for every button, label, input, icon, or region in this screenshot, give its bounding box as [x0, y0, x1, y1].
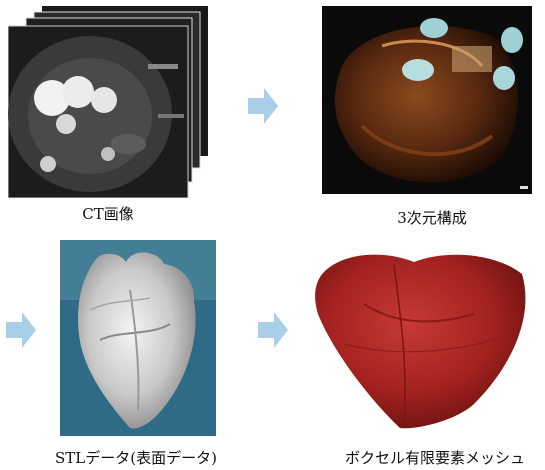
right-arrow-icon — [4, 310, 38, 354]
caption-ct: CT画像 — [82, 203, 133, 224]
right-arrow-icon — [256, 310, 290, 354]
caption-stl: STLデータ(表面データ) — [55, 447, 217, 468]
voxel-mesh-panel — [304, 244, 534, 430]
reconstruction-3d-panel — [322, 6, 532, 194]
ct-image-panel — [8, 4, 208, 198]
right-arrow-icon — [246, 86, 280, 130]
caption-voxel: ボクセル有限要素メッシュ — [345, 447, 525, 468]
caption-recon3d: 3次元構成 — [397, 207, 467, 228]
stl-surface-panel — [60, 240, 216, 436]
